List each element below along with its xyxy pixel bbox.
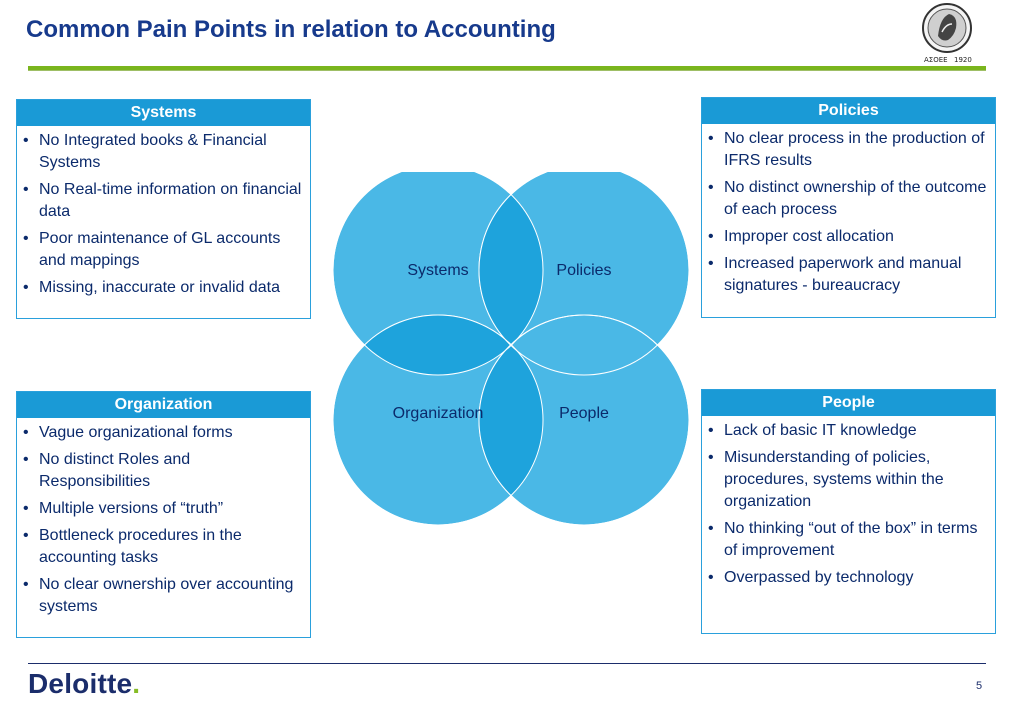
venn-label-systems: Systems (407, 262, 468, 279)
list-item: No thinking “out of the box” in terms of… (708, 518, 989, 562)
page-number: 5 (976, 680, 983, 692)
organization-box: Organization Vague organizational forms … (16, 391, 311, 638)
list-item: No clear process in the production of IF… (708, 128, 989, 172)
policies-box-title: Policies (702, 98, 995, 124)
list-item: No Real-time information on financial da… (23, 179, 304, 223)
systems-box: Systems No Integrated books & Financial … (16, 99, 311, 319)
venn-label-organization: Organization (393, 405, 484, 422)
venn-label-policies: Policies (556, 262, 611, 279)
list-item: Lack of basic IT knowledge (708, 420, 989, 442)
systems-list: No Integrated books & Financial Systems … (17, 130, 310, 299)
brand-name: Deloitte (28, 668, 133, 699)
policies-box: Policies No clear process in the product… (701, 97, 996, 318)
header-rule (28, 66, 986, 70)
policies-list: No clear process in the production of IF… (702, 128, 995, 297)
deloitte-logo: Deloitte. (28, 668, 140, 700)
list-item: No Integrated books & Financial Systems (23, 130, 304, 174)
list-item: Poor maintenance of GL accounts and mapp… (23, 228, 304, 272)
people-box-title: People (702, 390, 995, 416)
footer-rule (28, 663, 986, 664)
systems-box-title: Systems (17, 100, 310, 126)
list-item: Misunderstanding of policies, procedures… (708, 447, 989, 513)
list-item: No clear ownership over accounting syste… (23, 574, 304, 618)
venn-label-people: People (559, 405, 609, 422)
venn-diagram: Systems Policies Organization People (332, 172, 690, 526)
logo-left-text: ΑΣΟΕΕ (924, 56, 948, 64)
list-item: Overpassed by technology (708, 567, 989, 589)
slide-title: Common Pain Points in relation to Accoun… (26, 16, 556, 43)
organization-box-title: Organization (17, 392, 310, 418)
brand-dot: . (132, 668, 141, 699)
header-rule-shadow (28, 70, 986, 71)
organization-list: Vague organizational forms No distinct R… (17, 422, 310, 618)
list-item: Multiple versions of “truth” (23, 498, 304, 520)
people-box: People Lack of basic IT knowledge Misund… (701, 389, 996, 634)
people-list: Lack of basic IT knowledge Misunderstand… (702, 420, 995, 589)
list-item: Vague organizational forms (23, 422, 304, 444)
logo-right-text: 1920 (954, 56, 972, 64)
list-item: Increased paperwork and manual signature… (708, 253, 989, 297)
list-item: Missing, inaccurate or invalid data (23, 277, 304, 299)
list-item: No distinct Roles and Responsibilities (23, 449, 304, 493)
list-item: Improper cost allocation (708, 226, 989, 248)
university-seal-logo: ΑΣΟΕΕ 1920 (922, 3, 972, 64)
list-item: Bottleneck procedures in the accounting … (23, 525, 304, 569)
list-item: No distinct ownership of the outcome of … (708, 177, 989, 221)
